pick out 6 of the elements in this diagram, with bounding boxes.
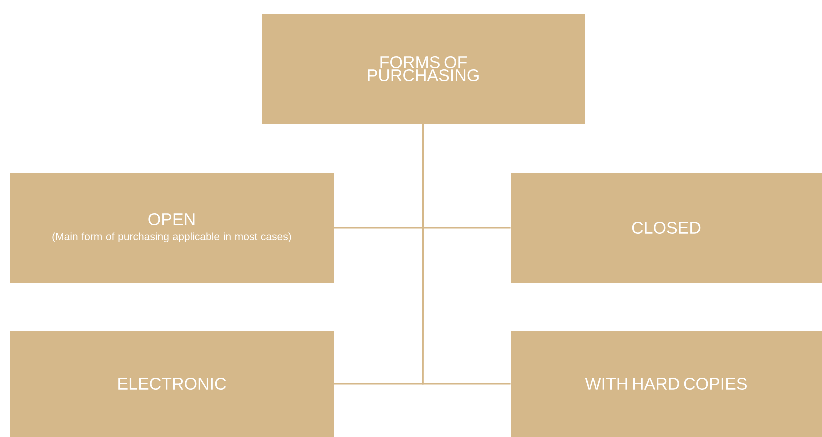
- category-box: CLOSED: [511, 173, 822, 283]
- category-box: FORMS OF PURCHASING: [262, 14, 585, 124]
- category-box: ELECTRONIC: [10, 331, 334, 437]
- category-box: WITH HARD COPIES: [511, 331, 822, 437]
- connector-line: [422, 124, 511, 385]
- category-box: OPEN (Main form of purchasing applicable in most cases): [10, 173, 334, 283]
